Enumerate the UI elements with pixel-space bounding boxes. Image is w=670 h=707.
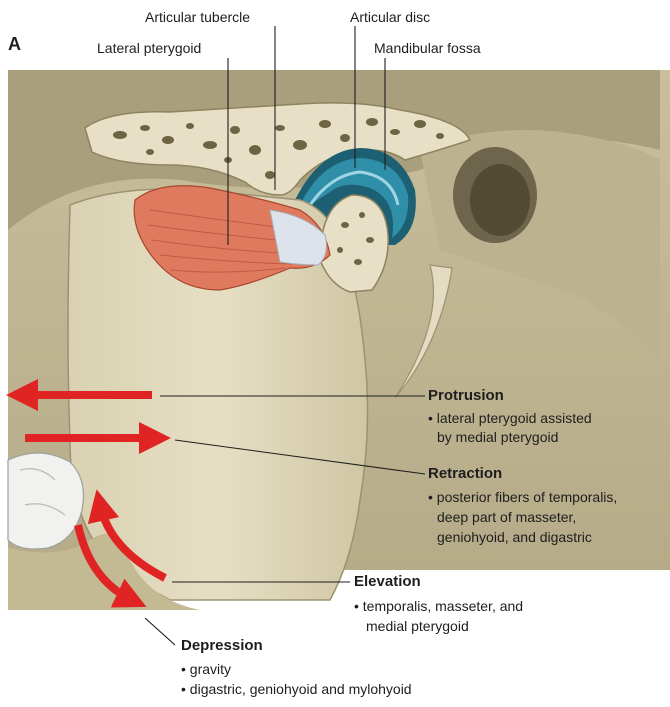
label-articular-disc: Articular disc bbox=[350, 9, 430, 26]
retraction-desc-1: • posterior fibers of temporalis, bbox=[428, 488, 617, 506]
depression-title: Depression bbox=[181, 637, 263, 654]
retraction-title: Retraction bbox=[428, 465, 502, 482]
panel-label: A bbox=[8, 36, 21, 53]
retraction-desc-3: geniohyoid, and digastric bbox=[437, 528, 592, 546]
label-lateral-pterygoid: Lateral pterygoid bbox=[97, 40, 201, 57]
leader-depression bbox=[145, 618, 175, 645]
label-articular-tubercle: Articular tubercle bbox=[145, 9, 250, 26]
label-mandibular-fossa: Mandibular fossa bbox=[374, 40, 481, 57]
elevation-desc-1: • temporalis, masseter, and bbox=[354, 597, 523, 615]
elevation-title: Elevation bbox=[354, 573, 421, 590]
elevation-desc-2: medial pterygoid bbox=[366, 617, 469, 635]
protrusion-desc-2: by medial pterygoid bbox=[437, 428, 558, 446]
depression-desc-1: • gravity bbox=[181, 660, 231, 678]
depression-desc-2: • digastric, geniohyoid and mylohyoid bbox=[181, 680, 412, 698]
protrusion-title: Protrusion bbox=[428, 387, 504, 404]
retraction-desc-2: deep part of masseter, bbox=[437, 508, 576, 526]
protrusion-desc-1: • lateral pterygoid assisted bbox=[428, 409, 592, 427]
